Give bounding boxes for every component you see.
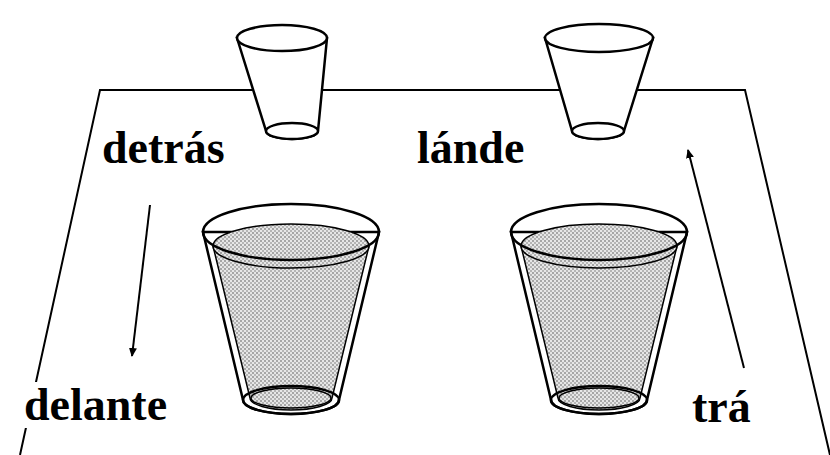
empty-cup — [237, 25, 327, 139]
empty-cup — [545, 24, 653, 139]
arrow — [132, 205, 150, 356]
position-label: detrás — [100, 125, 227, 171]
position-label: lánde — [415, 125, 526, 171]
position-label: delante — [22, 382, 169, 428]
position-label: trá — [690, 384, 753, 430]
filled-cup — [203, 204, 379, 414]
filled-cup — [511, 204, 687, 414]
arrow — [688, 150, 744, 368]
